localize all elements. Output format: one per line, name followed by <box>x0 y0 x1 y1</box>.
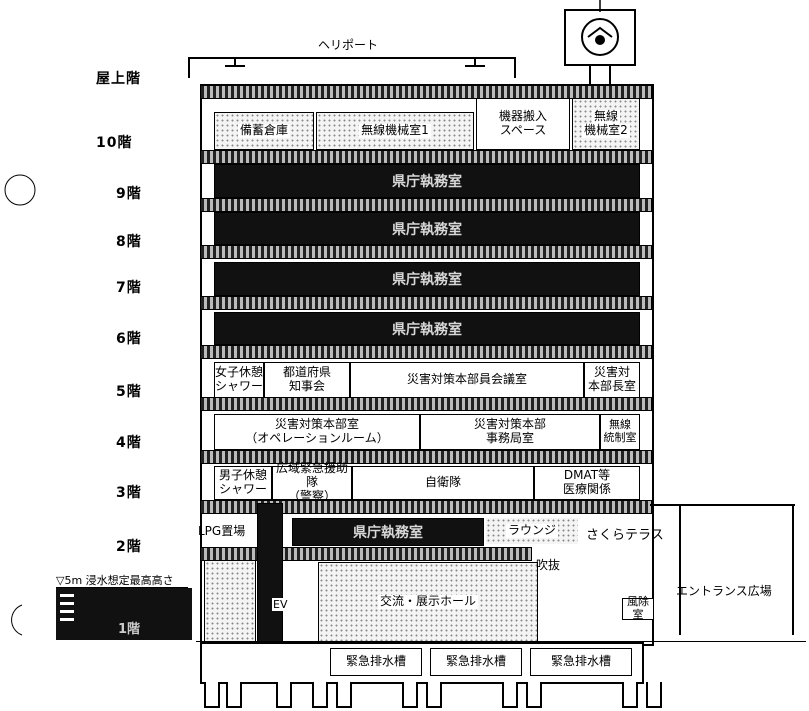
pile <box>646 682 662 708</box>
room-1f-machinery <box>204 560 256 642</box>
room-lpg: LPG置場 <box>198 524 246 538</box>
flood-area <box>56 588 192 640</box>
pile <box>204 682 220 708</box>
floor-label-rooftop: 屋上階 <box>96 71 141 87</box>
room-secretariat: 災害対策本部事務局室 <box>420 414 600 450</box>
room-sakura-terrace: さくらテラス <box>586 528 664 543</box>
pile <box>336 682 352 708</box>
pile <box>226 682 242 708</box>
ground-line <box>196 641 806 642</box>
heliport-deck <box>188 57 516 78</box>
room-police: 広域緊急援助隊（警察） <box>272 462 352 503</box>
room-governors: 都道府県知事会 <box>264 362 350 398</box>
tank-2: 緊急排水槽 <box>430 648 522 676</box>
floor-label-3: 3階 <box>116 485 142 501</box>
room-radio-2: 無線機械室2 <box>572 98 640 150</box>
pile <box>622 682 638 708</box>
room-sdf: 自衛隊 <box>352 466 534 500</box>
pile <box>402 682 418 708</box>
floor-label-5: 5階 <box>116 384 142 400</box>
tank-3: 緊急排水槽 <box>530 648 632 676</box>
floor-label-7: 7階 <box>116 280 142 296</box>
marker-circle-lower <box>11 604 23 636</box>
slab-2 <box>200 547 532 561</box>
room-equipment-space: 機器搬入スペース <box>476 98 570 150</box>
room-office-6f: 県庁執務室 <box>214 312 640 345</box>
room-council: 災害対策本部員会議室 <box>350 362 584 398</box>
floor-label-2: 2階 <box>116 539 142 555</box>
slab-10 <box>200 150 652 164</box>
floor-label-4: 4階 <box>116 435 142 451</box>
room-office-7f: 県庁執務室 <box>214 262 640 296</box>
pile <box>276 682 292 708</box>
room-entrance-plaza: エントランス広場 <box>676 584 772 598</box>
room-office-2f: 県庁執務室 <box>292 518 484 546</box>
room-office-8f: 県庁執務室 <box>214 212 640 245</box>
floor-label-9: 9階 <box>116 186 142 202</box>
room-windbreak: 風除室 <box>622 595 654 621</box>
room-men-rest: 男子休憩シャワー <box>214 466 272 500</box>
antenna-tower <box>564 0 636 91</box>
slab-5 <box>200 397 652 411</box>
room-women-rest: 女子休憩シャワー <box>214 362 264 398</box>
flood-line-label: ▽5m 浸水想定最高高さ <box>56 574 174 587</box>
slab-3 <box>200 500 652 514</box>
pile <box>526 682 542 708</box>
room-atrium: 吹抜 <box>536 558 561 572</box>
floor-label-1: 1階 <box>118 622 141 637</box>
slab-8 <box>200 245 652 259</box>
heliport-label: ヘリポート <box>318 38 379 52</box>
pile <box>502 682 518 708</box>
room-lounge: ラウンジ <box>486 518 578 544</box>
room-chief: 災害対本部長室 <box>584 362 640 398</box>
marker-circle-upper <box>4 174 36 206</box>
room-operations: 災害対策本部室（オペレーションルーム） <box>214 414 420 450</box>
floor-label-8: 8階 <box>116 234 142 250</box>
elevator-shaft <box>257 503 283 643</box>
floor-label-6: 6階 <box>116 331 142 347</box>
room-storage: 備蓄倉庫 <box>214 112 314 150</box>
elevator-label: EV <box>272 598 289 611</box>
entrance-canopy <box>650 504 795 635</box>
floor-label-10: 10階 <box>96 135 133 151</box>
slab-9 <box>200 198 652 212</box>
slab-4 <box>200 450 652 464</box>
pile <box>312 682 328 708</box>
room-dmat: DMAT等医療関係 <box>534 466 640 500</box>
slab-roof <box>200 85 652 99</box>
pile <box>426 682 442 708</box>
slab-6 <box>200 345 652 359</box>
room-radio-1: 無線機械室1 <box>316 112 474 150</box>
tank-1: 緊急排水槽 <box>330 648 422 676</box>
slab-7 <box>200 296 652 310</box>
room-radio-control: 無線統制室 <box>600 414 640 450</box>
room-office-9f: 県庁執務室 <box>214 164 640 198</box>
flood-line <box>56 587 188 588</box>
room-exhibition-hall: 交流・展示ホール <box>318 562 538 642</box>
